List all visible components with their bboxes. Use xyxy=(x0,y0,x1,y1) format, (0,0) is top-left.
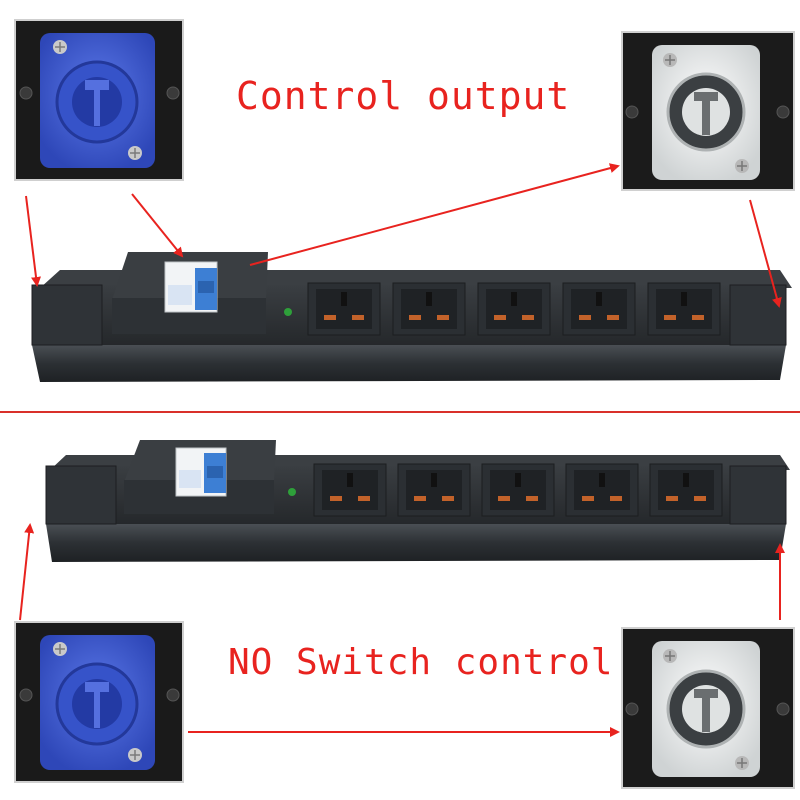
pdu-strip-top xyxy=(31,252,792,382)
socket-row-bottom xyxy=(313,463,723,517)
inset-bottom-right-white-connector xyxy=(621,627,795,789)
arrow-left-top xyxy=(25,195,41,287)
indicator-light xyxy=(288,488,296,496)
section-divider xyxy=(0,411,800,413)
arrow-left-bottom xyxy=(19,523,35,621)
indicator-light xyxy=(284,308,292,316)
no-switch-control-caption: NO Switch control xyxy=(228,642,614,683)
socket-row-top xyxy=(307,282,721,336)
arrow-breaker xyxy=(131,193,184,258)
pdu-strip-bottom xyxy=(45,440,790,562)
inset-top-right-white-connector xyxy=(621,31,795,191)
arrow-control-output xyxy=(249,163,620,266)
annotation-arrows xyxy=(19,163,785,737)
arrow-right-top xyxy=(749,199,782,308)
circuit-breaker xyxy=(124,440,276,514)
inset-bottom-left-blue-connector xyxy=(14,621,184,783)
inset-top-left-blue-connector xyxy=(14,19,184,181)
circuit-breaker xyxy=(112,252,268,334)
control-output-caption: Control output xyxy=(236,74,571,118)
